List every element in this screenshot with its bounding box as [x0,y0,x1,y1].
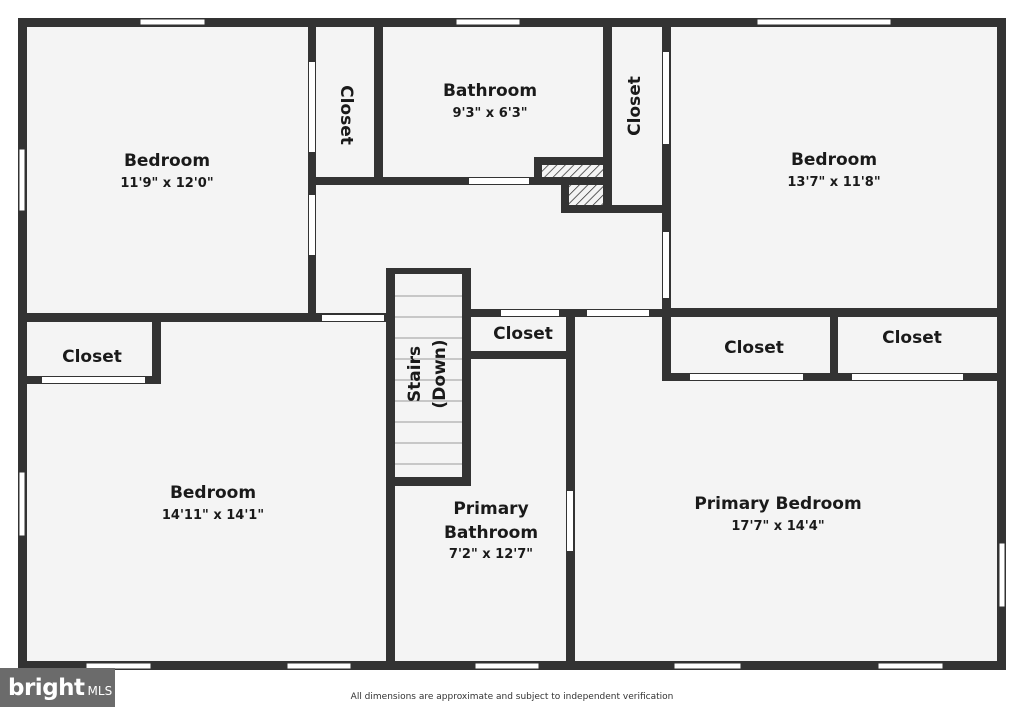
window [18,471,26,537]
door-opening [852,374,963,380]
bright-mls-logo: bright MLS [0,668,115,707]
window [673,662,742,670]
door-opening [469,178,529,184]
wall [561,177,569,212]
room-label-closet-center: Closet [493,324,553,344]
wall [462,268,471,486]
window [877,662,944,670]
wall [386,268,395,670]
wall [22,313,387,322]
wall [466,351,572,359]
wall-exterior-right [997,18,1006,670]
room-label-stairs: Stairs [405,346,425,402]
wall [662,22,671,318]
window [286,662,352,670]
room-dims-primary-bedroom: 17'7" x 14'4" [731,519,824,534]
windows [18,18,1006,670]
door-opening [690,374,803,380]
wall [152,318,161,384]
room-label-closet-n1: Closet [336,85,356,145]
chimney-hatch [542,165,604,205]
room-dims-bedroom-sw: 14'11" x 14'1" [162,508,264,523]
room-label-closet-w: Closet [62,347,122,367]
wall [666,308,1002,317]
wall [312,177,610,185]
window [474,662,540,670]
room-label-closet-n2: Closet [625,76,645,136]
dimensions-disclaimer: All dimensions are approximate and subje… [350,692,674,702]
window [139,18,206,26]
window [18,148,26,212]
room-dims-primary-bathroom: 7'2" x 12'7" [449,547,533,562]
room-label-bedroom-ne: Bedroom [791,150,877,170]
door-opening [309,195,315,255]
room-label-stairs-direction: (Down) [430,339,450,408]
wall [534,157,542,185]
wall [662,373,1002,381]
door-opening [322,315,384,321]
door-opening [309,62,315,152]
wall [390,477,471,486]
wall-exterior-left [18,18,27,670]
room-label-bedroom-sw: Bedroom [170,483,256,503]
wall [662,313,671,381]
door-opening [501,310,559,316]
wall [561,205,666,213]
room-label-bedroom-nw: Bedroom [124,151,210,171]
room-label-closet-e2: Closet [882,328,942,348]
door-openings [42,52,963,551]
window [85,662,152,670]
window [998,542,1006,608]
door-opening [42,377,145,383]
room-dims-bedroom-ne: 13'7" x 11'8" [787,175,880,190]
wall [374,22,383,185]
logo-mls-suffix: MLS [87,683,113,698]
room-label-primary-bedroom: Primary Bedroom [694,494,861,514]
door-opening [587,310,649,316]
room-dims-bathroom: 9'3" x 6'3" [452,106,527,121]
floor-area [20,20,1003,667]
room-label-closet-e1: Closet [724,338,784,358]
door-opening [663,52,669,144]
room-label-primary-bathroom: Primary [453,499,528,519]
room-dims-bedroom-nw: 11'9" x 12'0" [120,176,213,191]
window [756,18,892,26]
room-label-primary-bathroom-line2: Bathroom [444,523,538,543]
wall [830,313,838,381]
wall [534,157,610,165]
wall [308,22,316,317]
stair-treads [395,295,462,465]
window [455,18,521,26]
door-opening [567,491,573,551]
room-label-bathroom: Bathroom [443,81,537,101]
logo-wordmark: bright [8,674,85,701]
wall [386,268,471,274]
wall [603,22,612,212]
door-opening [663,232,669,298]
